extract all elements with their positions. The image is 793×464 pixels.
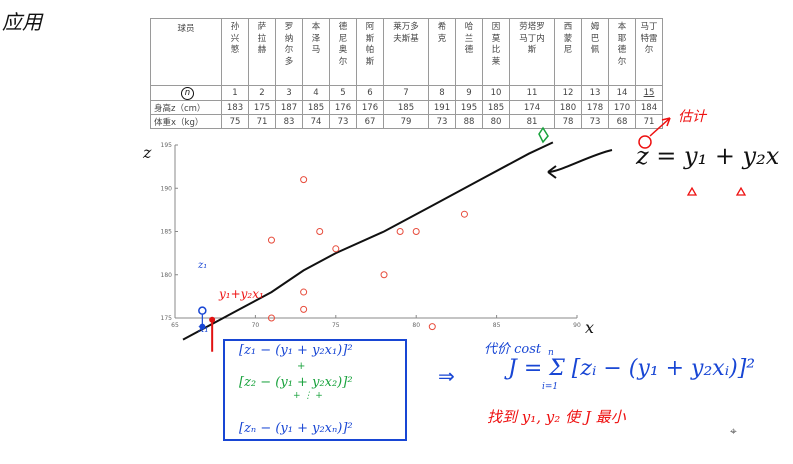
estimate-arrowhead	[661, 117, 671, 127]
y2-marker	[735, 186, 747, 196]
sum-bottom: i=1	[542, 382, 559, 392]
data-point-12	[460, 210, 468, 218]
equation-arrowhead	[547, 165, 557, 179]
player-header-8: 希克	[428, 18, 456, 86]
y-tick-label-3: 190	[161, 185, 173, 192]
x-axis-label: x	[585, 318, 594, 337]
weights-cell-14: 68	[608, 114, 636, 129]
residual-box: [z₁ − (y₁ + y₂x₁)]² + [z₂ − (y₁ + y₂x₂)]…	[223, 339, 407, 441]
cost-formula: J = Σ [zᵢ − (y₁ + y₂xᵢ)]²	[508, 356, 756, 381]
weights-cell-10: 80	[482, 114, 510, 129]
data-point-11	[428, 323, 436, 331]
data-point-7	[332, 245, 340, 253]
x-tick-label-0: 65	[171, 322, 179, 329]
equation-arrow	[547, 149, 613, 173]
player-header-11: 劳塔罗马丁内斯	[509, 18, 555, 86]
header-label: 球员	[150, 18, 222, 86]
x-tick-label-3: 80	[412, 322, 420, 329]
x-tick-label-2: 75	[332, 322, 340, 329]
observed-point	[199, 323, 206, 330]
fit-equation: z = y₁ + y₂x	[636, 142, 780, 170]
table-header-row: 球员 孙兴慜萨拉赫罗纳尔多本泽马德尼奥尔阿斯帕斯莱万多夫斯基希克哈兰德因莫比莱劳…	[150, 18, 663, 86]
weights-cell-11: 81	[509, 114, 555, 129]
y-axis-label: z	[142, 143, 152, 162]
implies-arrow: ⇒	[438, 364, 455, 388]
fit-curve	[182, 141, 554, 341]
data-point-4	[267, 236, 275, 244]
estimate-note: 估计	[678, 109, 706, 125]
goal-note: 找到 y₁, y₂ 使 J 最小	[487, 408, 626, 426]
index-label: n	[150, 85, 222, 101]
x-tick-label-5: 90	[573, 322, 581, 329]
residual-line-2: [z₂ − (y₁ + y₂x₂)]²	[239, 375, 353, 390]
data-point-9	[396, 228, 404, 235]
data-point-5	[300, 176, 308, 184]
player-header-9: 哈兰德	[455, 18, 483, 86]
y1-marker	[686, 186, 698, 196]
weights-cell-6: 67	[356, 114, 384, 129]
y-tick-label-1: 180	[161, 272, 173, 279]
player-header-14: 本耶德尔	[608, 18, 636, 86]
weights-cell-5: 73	[329, 114, 357, 129]
data-point-2	[300, 305, 308, 313]
crosshair-cursor-icon: ⌖	[730, 424, 737, 438]
player-header-10: 因莫比莱	[482, 18, 510, 86]
residual-line-n: [zₙ − (y₁ + y₂xₙ)]²	[239, 421, 353, 436]
data-point-6	[316, 228, 324, 235]
curve-end-marker	[538, 126, 549, 144]
y-tick-label-4: 195	[161, 142, 173, 149]
weights-cell-2: 71	[248, 114, 276, 129]
weights-cell-1: 75	[221, 114, 249, 129]
player-header-7: 莱万多夫斯基	[383, 18, 429, 86]
x-tick-label-4: 85	[493, 322, 501, 329]
fit-label: y₁+y₂x₁	[219, 287, 264, 301]
observed-point-ring	[198, 306, 207, 315]
y-tick-label-2: 185	[161, 229, 173, 236]
player-header-6: 阿斯帕斯	[356, 18, 384, 86]
note-apply: 应用	[2, 10, 42, 34]
player-header-12: 西蒙尼	[554, 18, 582, 86]
cost-label: 代价 cost	[484, 342, 542, 357]
data-point-10	[412, 228, 420, 235]
y-tick-label-0: 175	[161, 315, 173, 322]
data-point-1	[267, 314, 275, 322]
residual-plus: +	[297, 361, 306, 372]
player-header-13: 姆巴佩	[581, 18, 609, 86]
weights-cell-15: 71	[635, 114, 663, 129]
point-label-z1: z₁	[198, 260, 208, 271]
weights-cell-4: 74	[302, 114, 330, 129]
player-header-1: 孙兴慜	[221, 18, 249, 86]
data-point-8	[380, 271, 388, 279]
residual-dots: + ⋮ +	[293, 391, 323, 401]
weights-cell-12: 78	[554, 114, 582, 129]
sum-top: n	[548, 348, 554, 358]
player-table: 球员 孙兴慜萨拉赫罗纳尔多本泽马德尼奥尔阿斯帕斯莱万多夫斯基希克哈兰德因莫比莱劳…	[150, 18, 663, 129]
residual-line-1: [z₁ − (y₁ + y₂x₁)]²	[239, 343, 353, 358]
estimate-arrow	[649, 117, 671, 137]
player-header-3: 罗纳尔多	[275, 18, 303, 86]
data-point-3	[300, 288, 308, 296]
x-tick-label-1: 70	[252, 322, 260, 329]
estimate-ring	[638, 135, 652, 149]
axis-label-x1: x₁	[198, 322, 209, 335]
